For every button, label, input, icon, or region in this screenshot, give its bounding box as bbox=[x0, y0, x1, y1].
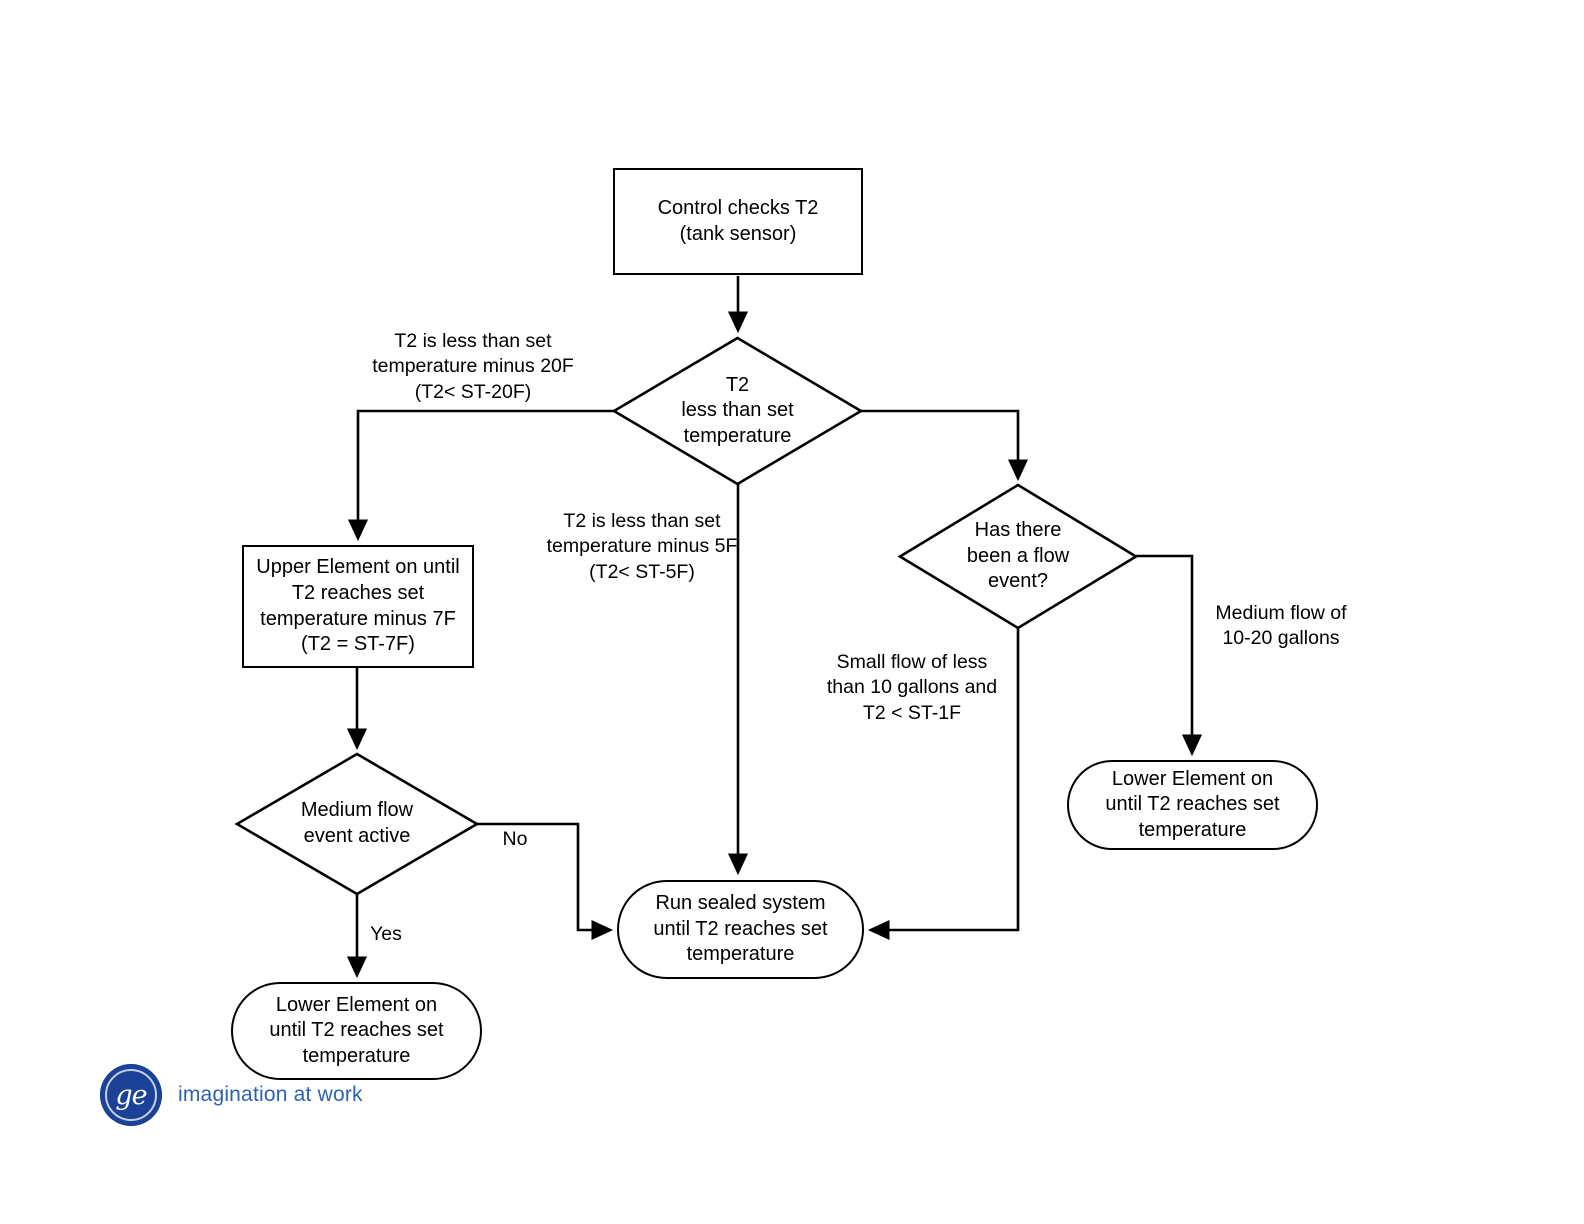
ge-logo: ge imagination at work bbox=[100, 1064, 363, 1126]
edge-decision-to-flow-event bbox=[861, 409, 1029, 482]
node-t2-less-than-set-temperature[interactable]: T2 less than set temperature bbox=[614, 338, 861, 484]
ge-letters: ge bbox=[115, 1079, 147, 1111]
edge-flow-event-right-to-lower-element bbox=[1136, 554, 1203, 757]
ge-tagline: imagination at work bbox=[178, 1083, 363, 1106]
decision-label: T2 less than set temperature bbox=[681, 373, 794, 447]
node-lower-element-on-left[interactable]: Lower Element on until T2 reaches set te… bbox=[231, 982, 482, 1080]
decision-label: Has there been a flow event? bbox=[966, 519, 1070, 593]
node-lower-element-on-right[interactable]: Lower Element on until T2 reaches set te… bbox=[1067, 760, 1318, 850]
edge-label-t2-lt-st-20f: T2 is less than set temperature minus 20… bbox=[372, 330, 574, 403]
edge-label-no: No bbox=[502, 828, 528, 850]
edge-label-medium-flow: Medium flow of 10-20 gallons bbox=[1215, 602, 1347, 650]
edge-label-t2-lt-st-5f: T2 is less than set temperature minus 5F… bbox=[546, 510, 738, 583]
node-upper-element-on[interactable]: Upper Element on until T2 reaches set te… bbox=[242, 545, 474, 668]
node-has-there-been-a-flow-event[interactable]: Has there been a flow event? bbox=[900, 485, 1136, 628]
ge-monogram-icon: ge bbox=[100, 1064, 162, 1126]
edge-label-small-flow: Small flow of less than 10 gallons and T… bbox=[826, 651, 998, 724]
node-medium-flow-event-active[interactable]: Medium flow event active bbox=[237, 754, 477, 894]
node-control-checks-t2[interactable]: Control checks T2 (tank sensor) bbox=[613, 168, 863, 275]
node-run-sealed-system[interactable]: Run sealed system until T2 reaches set t… bbox=[617, 880, 864, 979]
edge-label-yes: Yes bbox=[370, 923, 402, 945]
decision-label: Medium flow event active bbox=[300, 799, 414, 847]
ge-ring-icon bbox=[105, 1069, 157, 1121]
